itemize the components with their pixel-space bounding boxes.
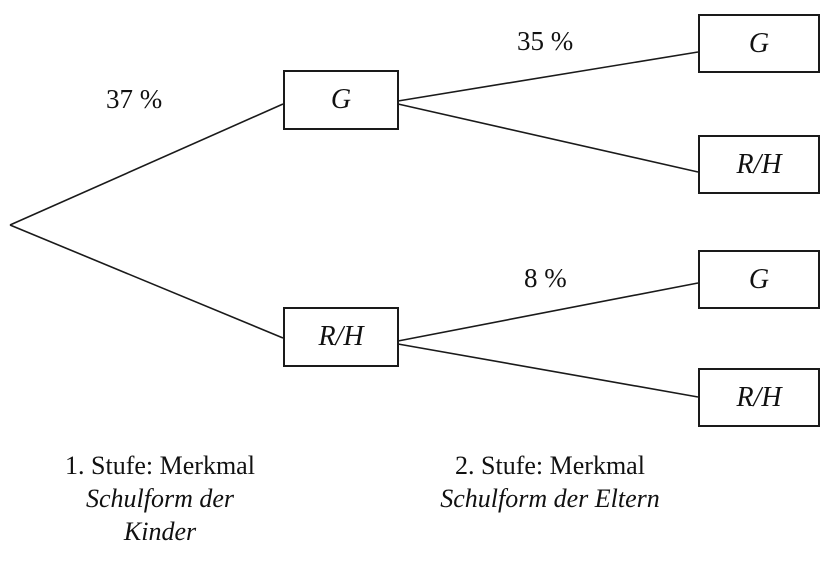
caption-stage1-line3: Kinder — [123, 517, 197, 546]
caption-stage1: 1. Stufe: Merkmal Schulform der Kinder — [20, 449, 300, 548]
edge-rh-to-g — [397, 282, 699, 342]
node-level2-g-from-g: G — [698, 14, 820, 73]
edge-root-to-g — [9, 103, 284, 226]
edge-g-to-rh — [397, 103, 699, 173]
edge-label-35: 35 % — [517, 26, 574, 56]
caption-stage2-line2: Schulform der Eltern — [440, 484, 660, 513]
node-level2-g-from-rh: G — [698, 250, 820, 309]
edge-label-37: 37 % — [106, 84, 163, 114]
node-level1-g: G — [283, 70, 399, 130]
caption-stage1-line1: 1. Stufe: Merkmal — [65, 451, 255, 480]
caption-stage2-line1: 2. Stufe: Merkmal — [455, 451, 645, 480]
edge-label-8: 8 % — [524, 263, 567, 293]
node-level1-rh: R/H — [283, 307, 399, 367]
node-level2-rh-from-rh: R/H — [698, 368, 820, 427]
edge-rh-to-rh — [397, 343, 699, 398]
node-level2-rh-from-g: R/H — [698, 135, 820, 194]
edge-root-to-rh — [9, 224, 284, 339]
edge-g-to-g — [397, 51, 699, 102]
caption-stage2: 2. Stufe: Merkmal Schulform der Eltern — [400, 449, 700, 515]
caption-stage1-line2: Schulform der — [85, 484, 235, 513]
